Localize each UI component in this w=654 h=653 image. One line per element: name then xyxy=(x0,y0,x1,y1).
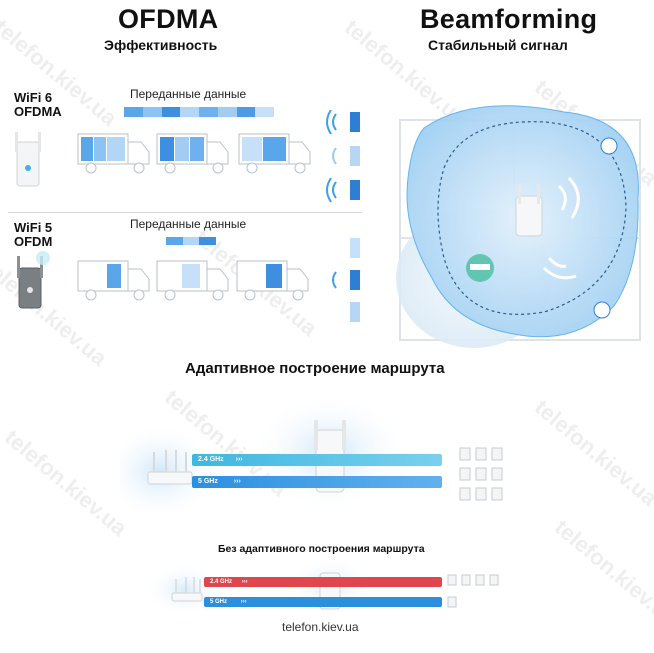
footer-site: telefon.kiev.ua xyxy=(282,620,359,634)
adaptive-lane-24ghz: 2.4 GHz ››› xyxy=(192,454,442,466)
ofdma-title: OFDMA xyxy=(118,4,219,34)
adaptive-title: Адаптивное построение маршрута xyxy=(185,360,445,377)
beamforming-subtitle: Стабильный сигнал xyxy=(428,37,568,53)
truck-icon xyxy=(156,255,230,308)
transferred-data-bar-top xyxy=(124,107,274,117)
wifi5-label-line1: WiFi 5 xyxy=(14,220,53,235)
extender-icon xyxy=(318,572,340,610)
transferred-data-label-top: Переданные данные xyxy=(130,87,247,101)
router-icon xyxy=(170,577,204,603)
truck-icon xyxy=(236,255,310,308)
non-adaptive-title: Без адаптивного построения маршрута xyxy=(218,543,425,555)
extender-icon xyxy=(516,186,544,228)
wifi5-label-line2: OFDM xyxy=(14,234,53,249)
adaptive-lane-5ghz: 5 GHz ››› xyxy=(192,476,442,488)
wifi-signal-icon xyxy=(326,109,366,210)
truck-icon xyxy=(156,128,230,181)
phone-icon xyxy=(597,305,607,315)
wifi6-label-line1: WiFi 6 xyxy=(14,90,53,105)
truck-icon xyxy=(238,128,312,181)
non-adaptive-lane-24ghz: 2.4 GHz ››› xyxy=(204,577,442,587)
extender-icon xyxy=(10,248,54,310)
beamforming-title: Beamforming xyxy=(420,4,598,34)
watermark: telefon.kiev.ua xyxy=(549,514,654,631)
non-adaptive-band-24-label: 2.4 GHz xyxy=(210,579,233,585)
wifi5-label: WiFi 5 OFDM xyxy=(14,221,52,249)
wifi6-label: WiFi 6 OFDMA xyxy=(14,91,62,119)
router-icon xyxy=(146,452,192,486)
gamepad-icon xyxy=(604,140,614,148)
transferred-data-bar-bottom xyxy=(166,237,217,245)
divider xyxy=(8,212,362,213)
beamforming-diagram xyxy=(394,98,648,348)
non-adaptive-band-5-label: 5 GHz xyxy=(210,599,228,605)
extender-icon xyxy=(10,128,46,188)
non-adaptive-lane-5ghz: 5 GHz ››› xyxy=(204,597,442,607)
transferred-data-label-bottom: Переданные данные xyxy=(130,217,247,231)
adaptive-band-5-label: 5 GHz xyxy=(198,478,218,485)
watermark: telefon.kiev.ua xyxy=(0,424,132,541)
router-icon xyxy=(466,255,494,283)
wifi6-label-line2: OFDMA xyxy=(14,104,62,119)
watermark: telefon.kiev.ua xyxy=(529,394,654,511)
adaptive-band-24-label: 2.4 GHz xyxy=(198,456,224,463)
ofdma-subtitle: Эффективность xyxy=(104,37,218,53)
truck-icon xyxy=(77,255,151,308)
wifi-signal-icon xyxy=(326,236,366,333)
truck-icon xyxy=(77,128,151,181)
extender-icon xyxy=(314,420,344,492)
